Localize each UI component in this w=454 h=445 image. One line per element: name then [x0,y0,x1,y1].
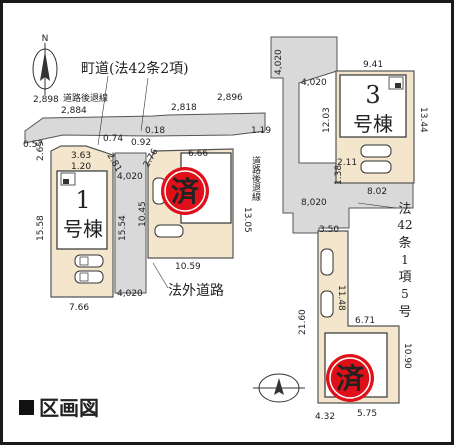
article42-label: 法 42 条 1 項 5 号 [397,202,412,320]
dim-1059: 10.59 [175,262,201,272]
lot3-car-2 [360,160,392,174]
lot3-suffix: 号棟 [353,112,393,136]
dim-1148: 11.48 [336,285,346,311]
dim-1203: 12.03 [322,107,332,133]
town-road-label: 町道(法42条2項) [81,60,189,77]
dim-2818: 2,818 [171,103,197,113]
dim-092: 0.92 [131,138,151,148]
svg-text:5: 5 [401,287,409,301]
lot1-suffix: 号棟 [63,217,103,241]
dim-1558: 15.58 [36,215,46,241]
site-plan-diagram: 1 号棟 済 3 号棟 済 N 町道(法42条2項) 道路後退線 [19,34,428,422]
dim-8020: 8,020 [301,198,327,208]
outside-road [114,152,147,294]
svg-text:法: 法 [398,202,411,217]
north-arrow-icon-bottom [253,373,305,403]
north-letter: N [42,34,49,44]
lot4-sold-badge: 済 [326,354,374,402]
svg-text:条: 条 [398,235,411,251]
dim-432: 4.32 [315,412,335,422]
svg-text:項: 項 [398,270,411,285]
town-road [24,112,266,144]
dim-1090: 10.90 [402,343,412,369]
dim-1554: 15.54 [118,215,128,241]
dim-211: 2.11 [337,158,357,168]
lot4-car-2 [320,290,334,318]
lot2-car-2 [154,224,184,238]
dim-1045: 10.45 [138,201,148,227]
lot3-number: 3 [365,81,380,109]
lot2-sold-text: 済 [171,175,200,208]
svg-text:42: 42 [397,218,412,232]
dim-074: 0.74 [103,134,123,144]
dim-766: 7.66 [69,303,89,313]
dim-1305: 13.05 [242,207,252,233]
svg-text:1: 1 [401,253,409,267]
svg-text:道路後退線: 道路後退線 [250,155,261,201]
title-bullet [19,400,34,415]
lot4-sold-text: 済 [336,362,365,395]
dim-119: 1.19 [251,126,271,136]
dim-671: 6.71 [355,316,375,326]
dim-265: 2.65 [36,141,46,161]
lot3-car-1 [360,144,392,158]
dim-575: 5.75 [357,409,377,419]
right-road [270,36,414,234]
dim-666: 6.66 [188,149,208,159]
dim-018: 0.18 [145,126,165,136]
dim-2898: 2,898 [33,95,59,105]
outside-road-label: 法外道路 [168,283,224,299]
lot1-number: 1 [75,186,90,214]
dim-4020-right-mid: 4,020 [301,78,327,88]
lot1-car-1 [74,254,104,268]
lot2-sold-badge: 済 [161,167,209,215]
lot1-car-2 [74,270,104,284]
dim-2884: 2,884 [61,106,87,116]
dim-1344: 13.44 [418,107,428,133]
dim-057: 0.57 [23,140,43,150]
dim-363: 3.63 [71,151,91,161]
dim-802: 8.02 [367,187,387,197]
lot4-car-1 [320,248,334,276]
svg-text:号: 号 [398,305,411,320]
dim-2160: 21.60 [298,309,308,335]
dim-4020-mid-left: 4,020 [117,172,143,182]
dim-138: 1.38 [334,165,344,185]
dim-350: 3.50 [319,225,339,235]
dim-4020-lower: 4,020 [117,289,143,299]
north-arrow-icon [32,43,58,95]
dim-120: 1.20 [71,162,91,172]
dim-941: 9.41 [363,60,383,70]
page-title: 区画図 [39,396,99,420]
setback-line-right: 道路後退線 [250,155,261,201]
setback-line-top: 道路後退線 [63,92,108,104]
dim-4020-top: 4,020 [274,49,284,75]
dim-2896: 2,896 [217,93,243,103]
